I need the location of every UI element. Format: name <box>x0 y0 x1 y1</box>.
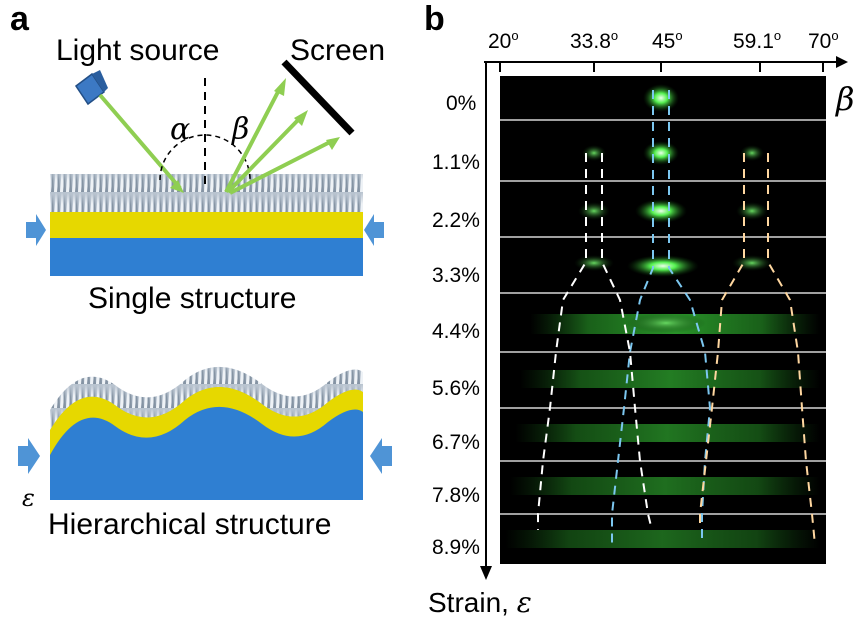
epsilon-label-a: ε <box>22 484 35 512</box>
panel-a-letter: a <box>10 0 29 38</box>
angle-arc <box>159 134 251 181</box>
hierarchical-structure-label: Hierarchical structure <box>48 508 332 541</box>
screen-bar <box>281 59 355 136</box>
compress-arrow-right-single <box>364 214 384 246</box>
strain-row-label: 6.7% <box>432 431 480 454</box>
compress-arrow-left-hier <box>18 438 40 474</box>
strain-row-label: 2.2% <box>432 209 480 232</box>
strain-row-label: 4.4% <box>432 320 480 343</box>
tick-70: 70o <box>808 28 839 53</box>
beta-axis-label: β <box>836 80 855 118</box>
single-blue-substrate <box>50 238 363 276</box>
compress-arrow-left-single <box>26 214 46 246</box>
screen-label: Screen <box>290 34 386 67</box>
strain-row-label: 8.9% <box>432 536 480 559</box>
tick-20: 20o <box>488 28 519 53</box>
row-separators <box>500 119 826 515</box>
hierarchical-stack <box>50 366 363 500</box>
strain-row-label: 1.1% <box>432 151 480 174</box>
single-structure-label: Single structure <box>88 282 297 315</box>
strain-row-label: 7.8% <box>432 484 480 507</box>
strain-axis-title: Strain, ε <box>428 586 532 619</box>
angle-axis-ticks <box>499 62 824 72</box>
strain-row-label: 5.6% <box>432 377 480 400</box>
alpha-label: α <box>170 112 191 147</box>
strain-row-label: 0% <box>446 92 477 115</box>
beta-label: β <box>232 112 250 147</box>
compress-arrow-right-hier <box>370 438 392 474</box>
incident-beam <box>98 93 182 190</box>
tracking-lines <box>537 90 816 546</box>
panel-b-letter: b <box>424 0 445 38</box>
strain-row-label: 3.3% <box>432 264 480 287</box>
single-yellow-layer <box>50 212 363 240</box>
diffraction-spots <box>505 84 820 548</box>
light-source-icon <box>74 70 108 106</box>
tick-45: 45o <box>652 28 683 53</box>
tick-59-1: 59.1o <box>733 28 782 53</box>
diffracted-beams <box>224 87 331 195</box>
tick-33-8: 33.8o <box>570 28 619 53</box>
light-source-label: Light source <box>56 34 220 67</box>
single-grating-surface <box>50 174 363 214</box>
